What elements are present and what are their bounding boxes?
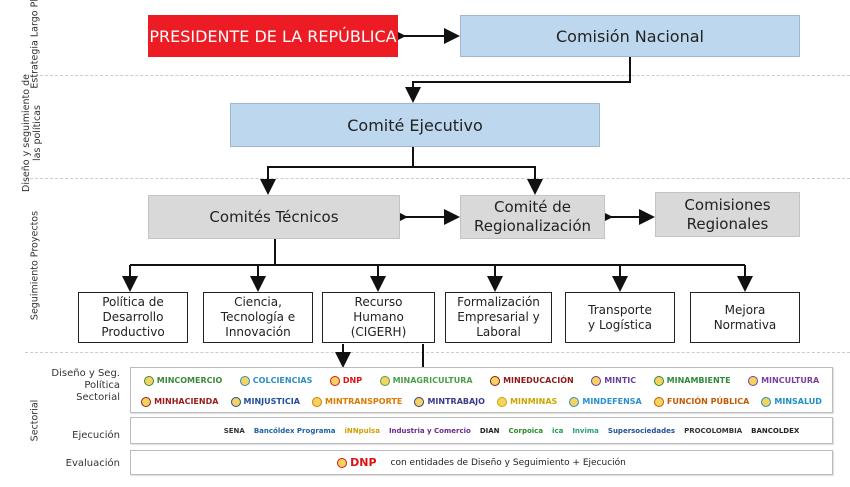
- evaluation-panel: DNP con entidades de Diseño y Seguimient…: [130, 450, 833, 475]
- node-comites-tecnicos: Comités Técnicos: [148, 195, 400, 239]
- node-comite-ejecutivo: Comité Ejecutivo: [230, 103, 600, 147]
- design-logos-row: MINHACIENDA MINJUSTICIA MINTRANSPORTE MINTR…: [131, 391, 832, 412]
- node-comision-nacional: Comisión Nacional: [460, 15, 800, 57]
- seal-icon: [653, 375, 664, 386]
- agency-logo: MINCOMERCIO: [143, 375, 222, 386]
- divider: [25, 178, 850, 179]
- seal-icon: [569, 396, 580, 407]
- seal-icon: [143, 375, 154, 386]
- seal-icon: [591, 375, 602, 386]
- node-comisiones-regionales: Comisiones Regionales: [655, 192, 800, 237]
- seal-icon: [329, 375, 340, 386]
- entity-logo: Bancóldex Programa: [253, 426, 336, 435]
- subcommittee: Recurso Humano (CIGERH): [322, 292, 435, 343]
- entity-logo: Corpoica: [508, 426, 544, 435]
- entity-logo: PROCOLOMBIA: [684, 426, 743, 435]
- seal-icon: [748, 375, 759, 386]
- entity-logo: Industria y Comercio: [388, 426, 471, 435]
- execution-logos-panel: SENA Bancóldex Programa iNNpulsa Industria …: [130, 417, 833, 444]
- evaluation-text: con entidades de Diseño y Seguimiento + …: [390, 457, 626, 468]
- agency-logo: MINAGRICULTURA: [379, 375, 473, 386]
- seal-icon: [337, 457, 348, 468]
- seal-icon: [141, 396, 152, 407]
- agency-logo: MINHACIENDA: [141, 396, 218, 407]
- entity-logo: Invima: [572, 426, 599, 435]
- agency-logo: MINEDUCACIÓN: [490, 375, 574, 386]
- seal-icon: [230, 396, 241, 407]
- node-comite-regionalizacion: Comité de Regionalización: [460, 195, 605, 239]
- seal-icon: [761, 396, 772, 407]
- row-label-evaluation: Evaluación: [65, 458, 120, 469]
- agency-logo: MINMINAS: [497, 396, 557, 407]
- agency-logo: MINTRANSPORTE: [312, 396, 402, 407]
- agency-logo: MINTIC: [591, 375, 636, 386]
- seal-icon: [414, 396, 425, 407]
- seal-icon: [239, 375, 250, 386]
- agency-logo: COLCIENCIAS: [239, 375, 312, 386]
- subcommittee: Formalización Empresarial y Laboral: [445, 292, 552, 343]
- execution-logos-row: SENA Bancóldex Programa iNNpulsa Industria …: [131, 418, 832, 443]
- agency-logo: MINDEFENSA: [569, 396, 642, 407]
- agency-logo: MINTRABAJO: [414, 396, 485, 407]
- design-logos-panel: MINCOMERCIO COLCIENCIAS DNP MINAGRICULTURA M…: [130, 367, 833, 413]
- seal-icon: [379, 375, 390, 386]
- subcommittee: Política de Desarrollo Productivo: [78, 292, 188, 343]
- seal-icon: [497, 396, 508, 407]
- row-label-execution: Ejecución: [72, 430, 120, 441]
- subcommittee: Ciencia, Tecnología e Innovación: [203, 292, 313, 343]
- agency-logo: MINAMBIENTE: [653, 375, 731, 386]
- entity-logo: iNNpulsa: [344, 426, 380, 435]
- agency-logo: FUNCIÓN PÚBLICA: [653, 396, 749, 407]
- row-label-design: Diseño y Seg. Política Sectorial: [51, 368, 120, 403]
- design-logos-row: MINCOMERCIO COLCIENCIAS DNP MINAGRICULTURA M…: [131, 370, 832, 391]
- agency-logo: MINCULTURA: [748, 375, 819, 386]
- node-president: PRESIDENTE DE LA REPÚBLICA: [148, 15, 398, 57]
- seal-icon: [312, 396, 323, 407]
- entity-logo: Supersociedades: [607, 426, 676, 435]
- agency-logo: MINJUSTICIA: [230, 396, 300, 407]
- seal-icon: [653, 396, 664, 407]
- seal-icon: [490, 375, 501, 386]
- entity-logo: SENA: [223, 426, 245, 435]
- dnp-logo: DNP: [337, 457, 377, 468]
- subcommittee: Mejora Normativa: [690, 292, 800, 343]
- entity-logo: BANCOLDEX: [751, 426, 800, 435]
- entity-logo: ica: [552, 426, 564, 435]
- subcommittee: Transporte y Logística: [565, 292, 675, 343]
- entity-logo: DIAN: [479, 426, 500, 435]
- agency-logo: MINSALUD: [761, 396, 822, 407]
- divider: [25, 75, 850, 76]
- agency-logo: DNP: [329, 375, 362, 386]
- divider: [25, 352, 850, 353]
